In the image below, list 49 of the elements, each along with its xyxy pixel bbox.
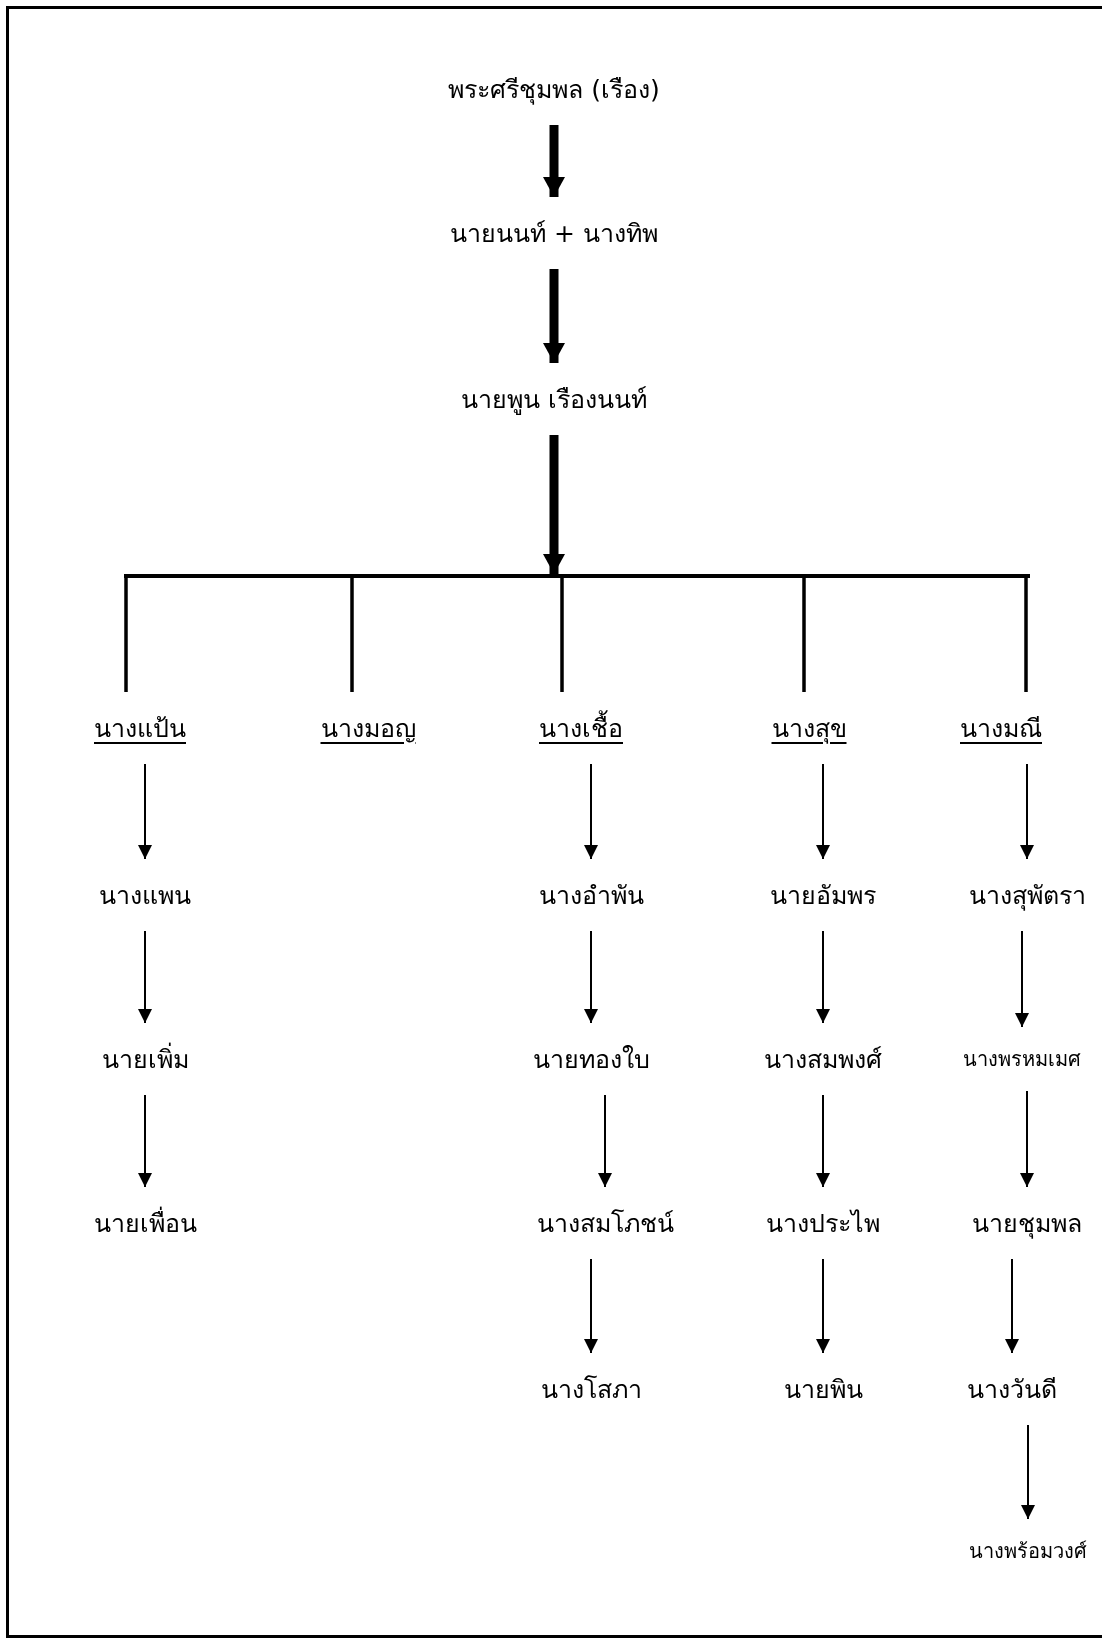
- name-label: นางสุพัตรา: [966, 859, 1088, 931]
- arrow: [816, 930, 830, 1024]
- arrow: [1005, 1258, 1019, 1354]
- arrow: [1020, 763, 1034, 860]
- connector-line: [124, 578, 128, 692]
- name-label: นายพิน: [781, 1353, 865, 1425]
- name-label: นางวันดี: [965, 1353, 1059, 1425]
- name-label: นายพูน เรืองนนท์: [459, 363, 649, 435]
- arrow: [584, 930, 598, 1024]
- name-label: นายเพื่อน: [91, 1187, 199, 1259]
- arrow: [543, 125, 565, 197]
- arrow: [1020, 1090, 1034, 1188]
- name-label: นางมอญ: [318, 692, 418, 764]
- connector-line: [350, 578, 354, 692]
- name-label: นายเพิ่ม: [99, 1023, 191, 1095]
- arrow: [584, 1258, 598, 1354]
- name-label: นางพรหมเมศ: [961, 1027, 1083, 1091]
- name-label: นางแพน: [97, 859, 193, 931]
- name-label: นายอัมพร: [768, 859, 878, 931]
- name-label: นายนนท์ + นางทิพ: [448, 197, 660, 269]
- arrow: [1021, 1424, 1035, 1520]
- arrow: [584, 763, 598, 860]
- arrow: [816, 1094, 830, 1188]
- name-label: พระศรีชุมพล (เรือง): [446, 53, 662, 125]
- name-label: นางแป้น: [92, 692, 188, 764]
- arrow: [816, 1258, 830, 1354]
- arrow: [543, 269, 565, 363]
- arrow: [138, 763, 152, 860]
- name-label: นางประไพ: [764, 1187, 882, 1259]
- connector-line: [1024, 578, 1028, 692]
- name-label: นางโสภา: [538, 1353, 644, 1425]
- connector-line: [802, 578, 806, 692]
- name-label: นางสมพงศ์: [762, 1023, 884, 1095]
- arrow: [138, 930, 152, 1024]
- name-label: นายทองใบ: [530, 1023, 652, 1095]
- connector-line: [560, 578, 564, 692]
- horizontal-bar: [124, 574, 1030, 578]
- name-label: นายชุมพล: [970, 1187, 1084, 1259]
- arrow: [598, 1094, 612, 1188]
- name-label: นางอำพัน: [536, 859, 646, 931]
- name-label: นางเชื้อ: [537, 692, 625, 764]
- name-label: นางมณี: [958, 692, 1044, 764]
- arrow: [543, 435, 565, 574]
- arrow: [1015, 930, 1029, 1028]
- name-label: นางพร้อมวงศ์: [967, 1519, 1089, 1583]
- arrow: [138, 1094, 152, 1188]
- name-label: นางสมโภชน์: [534, 1187, 676, 1259]
- name-label: นางสุข: [769, 692, 849, 764]
- arrow: [816, 763, 830, 860]
